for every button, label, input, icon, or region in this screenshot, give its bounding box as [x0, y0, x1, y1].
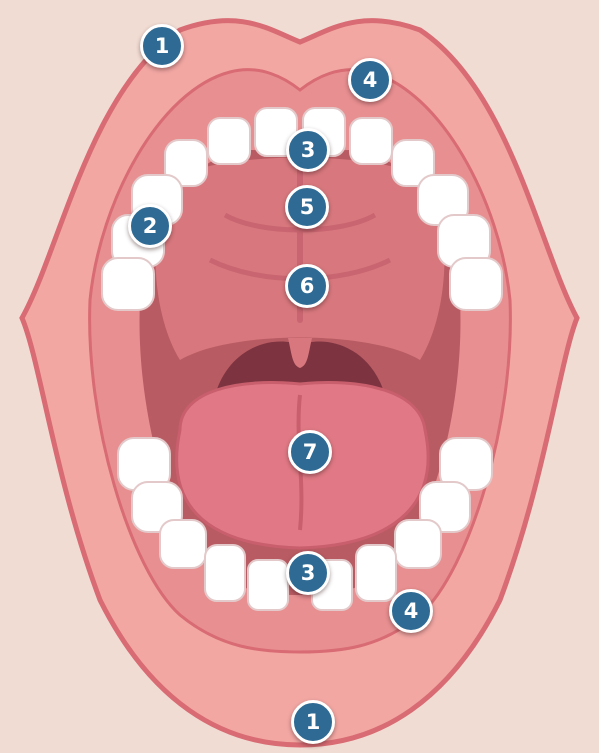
marker-upper-lip: 1 — [140, 24, 184, 68]
marker-lower-lip: 1 — [291, 700, 335, 744]
marker-soft-palate: 6 — [285, 264, 329, 308]
marker-lower-incisors: 3 — [286, 551, 330, 595]
marker-upper-gum: 4 — [348, 58, 392, 102]
marker-hard-palate: 5 — [285, 185, 329, 229]
marker-tongue: 7 — [288, 430, 332, 474]
marker-lower-gum: 4 — [389, 589, 433, 633]
marker-upper-incisors: 3 — [286, 128, 330, 172]
marker-molars: 2 — [128, 204, 172, 248]
